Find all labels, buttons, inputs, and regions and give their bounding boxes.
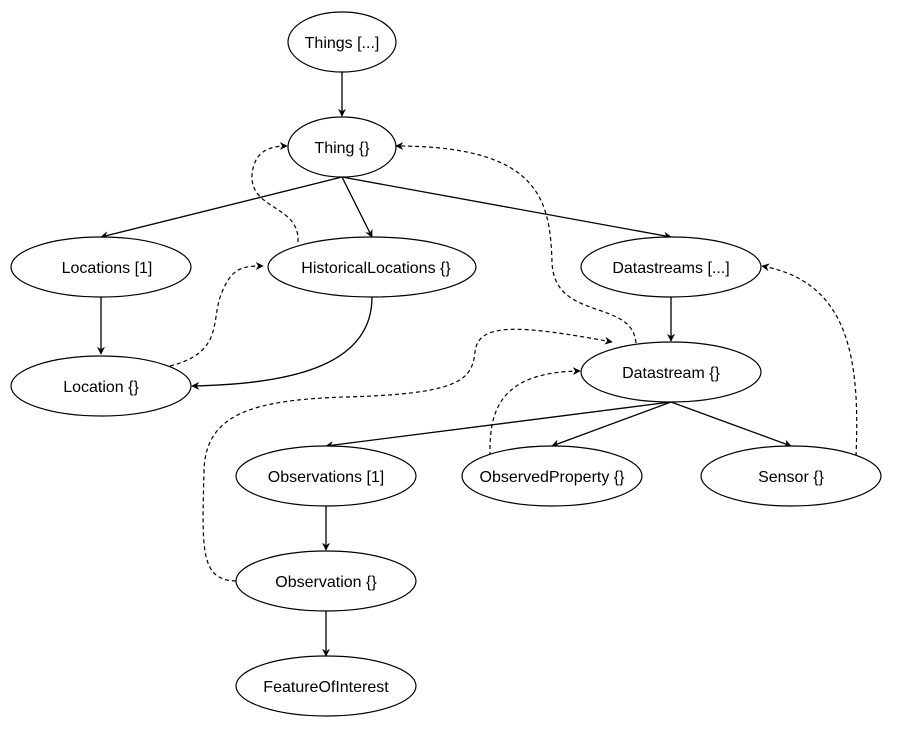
node-observation[interactable]: Observation {} [235,550,417,612]
node-datastream[interactable]: Datastream {} [580,341,762,403]
node-observed-property[interactable]: ObservedProperty {} [461,445,643,507]
edge-location-to-historicallocations-dashed [169,262,264,367]
node-historical-locations[interactable]: HistoricalLocations {} [267,236,477,298]
edge-thing-to-historicallocations [341,176,373,238]
edge-observation-to-datastream-dashed [202,328,613,582]
node-location[interactable]: Location {} [10,355,192,417]
node-observations-label: Observations [1] [268,469,385,486]
edge-datastream-to-sensor [670,401,792,448]
edges-layer [97,72,858,657]
node-things[interactable]: Things [...] [287,11,397,73]
node-feature-of-interest[interactable]: FeatureOfInterest [235,655,417,717]
node-feature-of-interest-label: FeatureOfInterest [263,679,389,696]
edge-sensor-to-datastreams-dashed [761,263,858,457]
edge-datastream-to-observedproperty [551,401,672,448]
edge-thing-to-locations [100,176,343,240]
edge-thing-to-datastreams [341,176,672,240]
edge-observedproperty-to-datastream-dashed [489,367,581,457]
edge-datastream-to-observations [325,401,672,450]
node-locations-label: Locations [1] [62,260,153,277]
node-sensor-label: Sensor {} [758,469,824,486]
node-observed-property-label: ObservedProperty {} [480,469,626,486]
node-datastreams[interactable]: Datastreams [...] [580,236,762,298]
node-observation-label: Observation {} [275,574,377,591]
node-datastream-label: Datastream {} [622,365,720,382]
node-things-label: Things [...] [305,35,380,52]
node-thing-label: Thing {} [314,140,370,157]
node-historical-locations-label: HistoricalLocations {} [301,260,451,277]
node-datastreams-label: Datastreams [...] [612,260,729,277]
edge-historicallocations-to-thing-dashed [251,142,299,243]
node-observations[interactable]: Observations [1] [235,445,417,507]
node-location-label: Location {} [63,379,139,396]
node-thing[interactable]: Thing {} [287,116,397,178]
edge-historicallocations-to-location [191,296,373,390]
node-sensor[interactable]: Sensor {} [700,445,882,507]
node-locations[interactable]: Locations [1] [10,236,192,298]
